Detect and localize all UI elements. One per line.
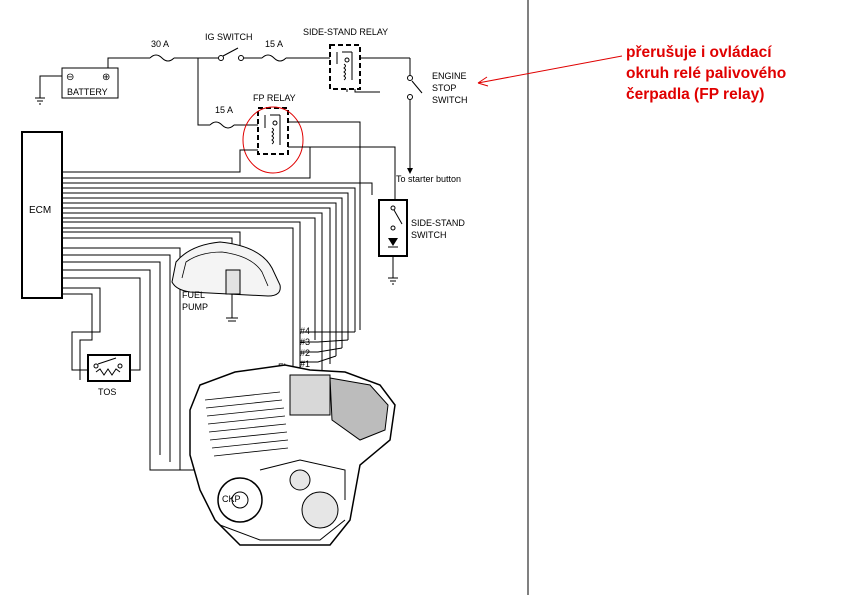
annotation-line-2: okruh relé palivového [626,65,787,82]
fuse-15a-ig: 15 A [261,39,287,62]
annotation-text: přerušuje i ovládací okruh relé palivové… [626,42,848,105]
side-stand-ground [388,256,398,285]
engine-stop-switch: ENGINE STOP SWITCH [407,58,468,172]
injector-3-label: #3 [300,337,310,347]
tos-sensor: TOS [87,354,131,397]
side-stand-switch: SIDE-STAND SWITCH [378,199,465,257]
fp-relay: FP RELAY [253,93,296,155]
battery-ground [35,75,62,105]
engine-stop-label-3: SWITCH [432,95,468,105]
fuel-pump: FUEL PUMP [171,241,281,322]
injector-1-label: #1 [300,359,310,369]
annotation-line-3: čerpadla (FP relay) [626,86,765,103]
tos-label: TOS [98,387,116,397]
injector-4-label: #4 [300,326,310,336]
injector-2-label: #2 [300,348,310,358]
engine-stop-label-2: STOP [432,83,456,93]
fuel-pump-label-1: FUEL [182,290,205,300]
side-stand-switch-label-1: SIDE-STAND [411,218,465,228]
annotation-line-1: přerušuje i ovládací [626,44,772,61]
fuse-15a-fp: 15 A [209,105,235,129]
fuse-30a: 30 A [149,39,175,62]
fuse-30a-label: 30 A [151,39,169,49]
ig-switch-label: IG SWITCH [205,32,253,42]
ecm: ECM [21,131,63,299]
side-stand-relay: SIDE-STAND RELAY [303,27,388,90]
battery: ⊖ ⊕ BATTERY [61,67,119,99]
fp-relay-highlight-ellipse [242,106,304,174]
battery-plus-sign: ⊕ [102,72,110,83]
annotation-arrow [477,55,623,87]
ckp-label: CKP [222,494,241,504]
fuel-pump-label-2: PUMP [182,302,208,312]
fp-relay-label: FP RELAY [253,93,296,103]
ig-switch: IG SWITCH [205,32,253,61]
engine-stop-label-1: ENGINE [432,71,467,81]
to-starter-label: To starter button [396,174,461,184]
ecm-label: ECM [29,205,51,216]
battery-label: BATTERY [67,87,108,97]
side-stand-switch-label-2: SWITCH [411,230,447,240]
injector-wires: #4 #3 #2 #1 FI [278,326,355,372]
battery-minus-sign: ⊖ [66,72,74,83]
fuse-15a-fp-label: 15 A [215,105,233,115]
fuse-15a-ig-label: 15 A [265,39,283,49]
engine-illustration: CKP [189,364,396,546]
side-stand-relay-label: SIDE-STAND RELAY [303,27,388,37]
